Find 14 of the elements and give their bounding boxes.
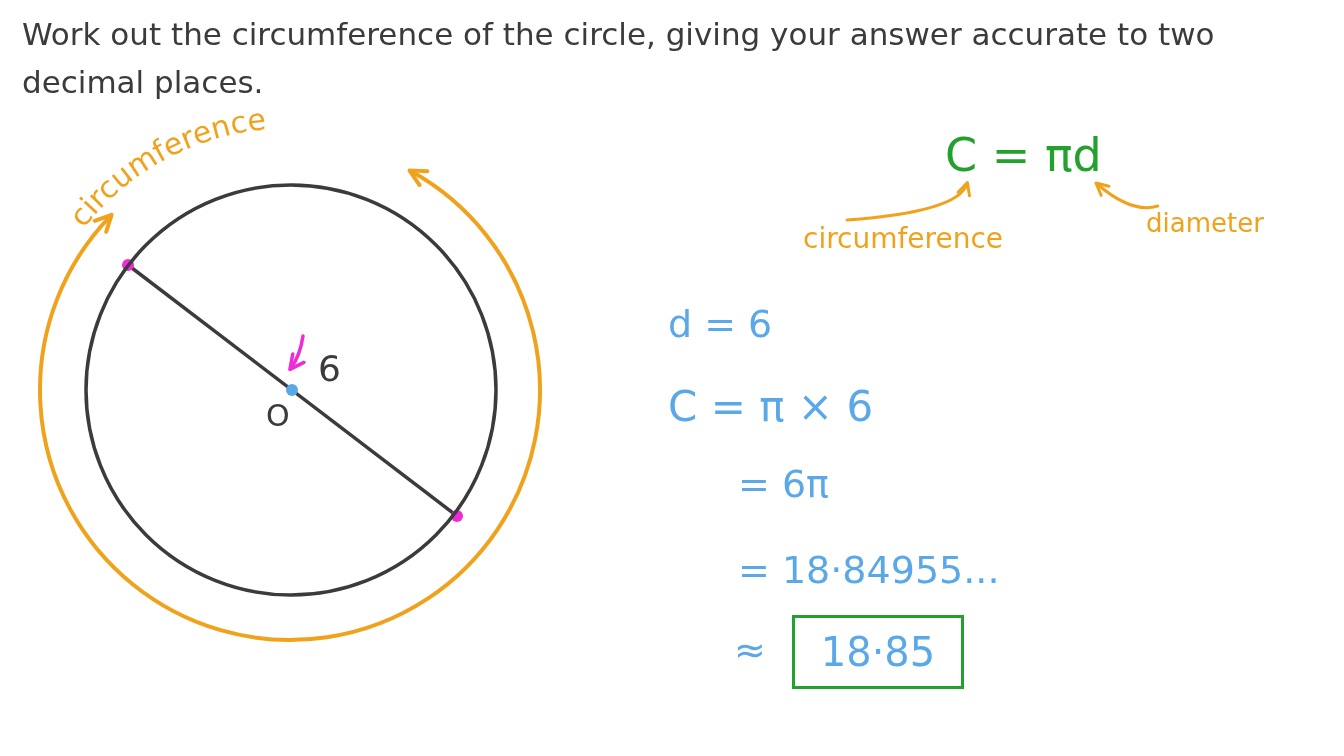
answer-box: 18·85 (792, 615, 964, 689)
centre-label: O (266, 398, 290, 433)
working-line: = 6π (738, 462, 829, 506)
annotation-label: diameter (1146, 208, 1264, 238)
approx-sign: ≈ (734, 628, 766, 672)
annotation-label: circumference (803, 222, 1004, 255)
working-line: d = 6 (668, 302, 773, 346)
leader-line (845, 181, 970, 222)
question-text: Work out the circumference of the circle, giving your answer accurate to two decimal places. (22, 15, 1216, 102)
leader-line (1094, 181, 1160, 210)
formula: C = πd (945, 128, 1102, 182)
working-line: = 18·84955... (738, 548, 1000, 592)
working-line: C = π × 6 (668, 382, 874, 431)
length-label: 6 (318, 348, 341, 389)
